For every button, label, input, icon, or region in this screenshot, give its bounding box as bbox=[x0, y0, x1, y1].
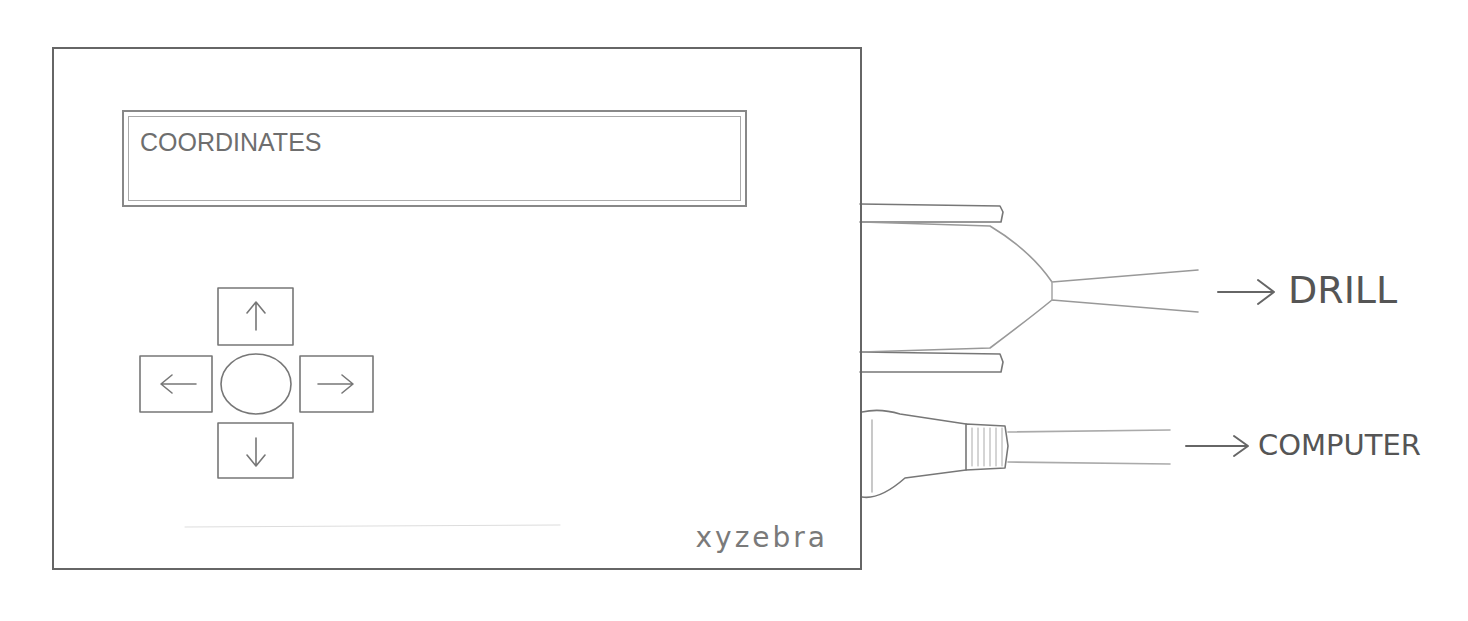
down-button bbox=[218, 423, 293, 478]
select-button bbox=[221, 354, 291, 414]
computer-cable bbox=[862, 410, 1170, 497]
right-arrow-symbol bbox=[318, 375, 353, 393]
computer-label: COMPUTER bbox=[1258, 428, 1421, 462]
drill-connector bbox=[860, 204, 1198, 372]
sketch-line bbox=[185, 525, 560, 527]
left-button bbox=[140, 356, 212, 412]
lcd-display: COORDINATES bbox=[122, 110, 747, 207]
drill-label: DRILL bbox=[1288, 268, 1397, 312]
device-housing: xyzebra COORDINATES bbox=[52, 47, 862, 570]
brand-name: xyzebra bbox=[695, 521, 828, 554]
pointer-arrow bbox=[1218, 280, 1274, 304]
down-arrow-symbol bbox=[247, 438, 265, 466]
right-button bbox=[300, 356, 373, 412]
up-button bbox=[218, 288, 293, 345]
up-arrow-symbol bbox=[247, 302, 265, 330]
pointer-arrow bbox=[1186, 436, 1248, 456]
display-text: COORDINATES bbox=[140, 128, 322, 157]
left-arrow-symbol bbox=[161, 375, 196, 393]
